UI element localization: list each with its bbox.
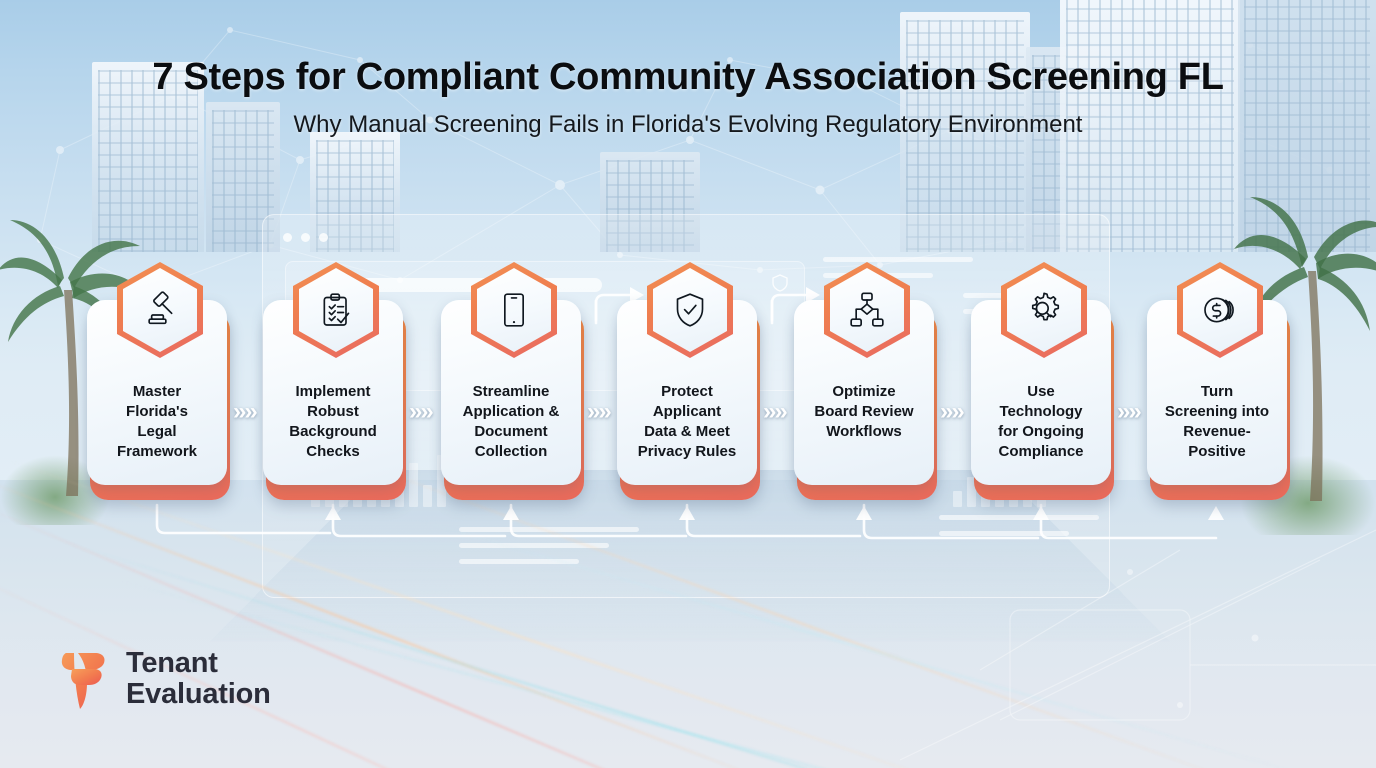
card-body: Master Florida's Legal Framework xyxy=(87,300,227,485)
coins-dollar-icon xyxy=(1204,297,1234,323)
separator-chevron-4: »» xyxy=(763,398,788,425)
step-card-6[interactable]: Use Technology for Ongoing Compliance xyxy=(971,262,1117,500)
clipboard-check-icon xyxy=(323,293,350,326)
window-traffic-dots xyxy=(283,233,328,242)
step-label: Protect Applicant Data & Meet Privacy Ru… xyxy=(637,383,737,460)
gavel-icon xyxy=(148,291,173,325)
panel-line xyxy=(459,527,639,532)
step-badge xyxy=(647,262,733,358)
logo-wordmark: Tenant Evaluation xyxy=(126,648,271,709)
separator-chevron-6: »» xyxy=(1117,398,1142,425)
separator-chevron-3: »» xyxy=(587,398,612,425)
step-label: Use Technology for Ongoing Compliance xyxy=(998,383,1084,460)
steps-row: Master Florida's Legal Framework »» xyxy=(0,262,1376,520)
step-label: Turn Screening into Revenue- Positive xyxy=(1164,383,1270,460)
circuit-lines xyxy=(899,529,1376,761)
card-body: Use Technology for Ongoing Compliance xyxy=(971,300,1111,485)
step-badge xyxy=(1001,262,1087,358)
shield-mini-icon xyxy=(772,274,788,292)
workflow-icon xyxy=(850,292,884,327)
palm-tree-right xyxy=(1234,197,1376,501)
step-card-2[interactable]: Implement Robust Background Checks xyxy=(263,262,409,500)
step-badge xyxy=(824,262,910,358)
step-badge xyxy=(1177,262,1263,358)
forward-arrows xyxy=(594,287,820,325)
panel-line xyxy=(459,543,609,548)
step-badge xyxy=(117,262,203,358)
tablet-icon xyxy=(504,293,524,327)
gear-search-icon xyxy=(1031,292,1060,321)
step-card-3[interactable]: Streamline Application & Document Collec… xyxy=(441,262,587,500)
separator-chevron-1: »» xyxy=(233,398,258,425)
step-badge xyxy=(293,262,379,358)
city-skyline xyxy=(92,0,1376,252)
step-label: Master Florida's Legal Framework xyxy=(116,383,198,460)
separator-chevron-5: »» xyxy=(940,398,965,425)
step-card-4[interactable]: Protect Applicant Data & Meet Privacy Ru… xyxy=(617,262,763,500)
step-connectors xyxy=(155,300,1224,540)
page-title: 7 Steps for Compliant Community Associat… xyxy=(152,56,1224,98)
step-card-7[interactable]: Turn Screening into Revenue- Positive xyxy=(1147,262,1293,500)
header: 7 Steps for Compliant Community Associat… xyxy=(0,56,1376,139)
panel-line xyxy=(939,531,1069,536)
page-subtitle: Why Manual Screening Fails in Florida's … xyxy=(293,111,1083,138)
step-badge xyxy=(471,262,557,358)
palm-tree-left xyxy=(0,220,144,496)
shield-check-icon xyxy=(676,293,704,327)
separator-chevron-2: »» xyxy=(409,398,434,425)
card-body: Protect Applicant Data & Meet Privacy Ru… xyxy=(617,300,757,485)
logo-line-2: Evaluation xyxy=(126,678,271,710)
brand-logo[interactable]: Tenant Evaluation xyxy=(50,645,271,713)
panel-line xyxy=(459,559,579,564)
step-card-1[interactable]: Master Florida's Legal Framework xyxy=(87,262,233,500)
panel-line xyxy=(939,515,1099,520)
panel-line xyxy=(823,257,973,262)
tenant-evaluation-f-mark xyxy=(54,653,105,709)
step-label: Optimize Board Review Workflows xyxy=(814,383,914,440)
logo-line-1: Tenant xyxy=(126,647,218,680)
step-label: Streamline Application & Document Collec… xyxy=(462,383,560,460)
step-card-5[interactable]: Optimize Board Review Workflows xyxy=(794,262,940,500)
step-label: Implement Robust Background Checks xyxy=(289,383,377,460)
